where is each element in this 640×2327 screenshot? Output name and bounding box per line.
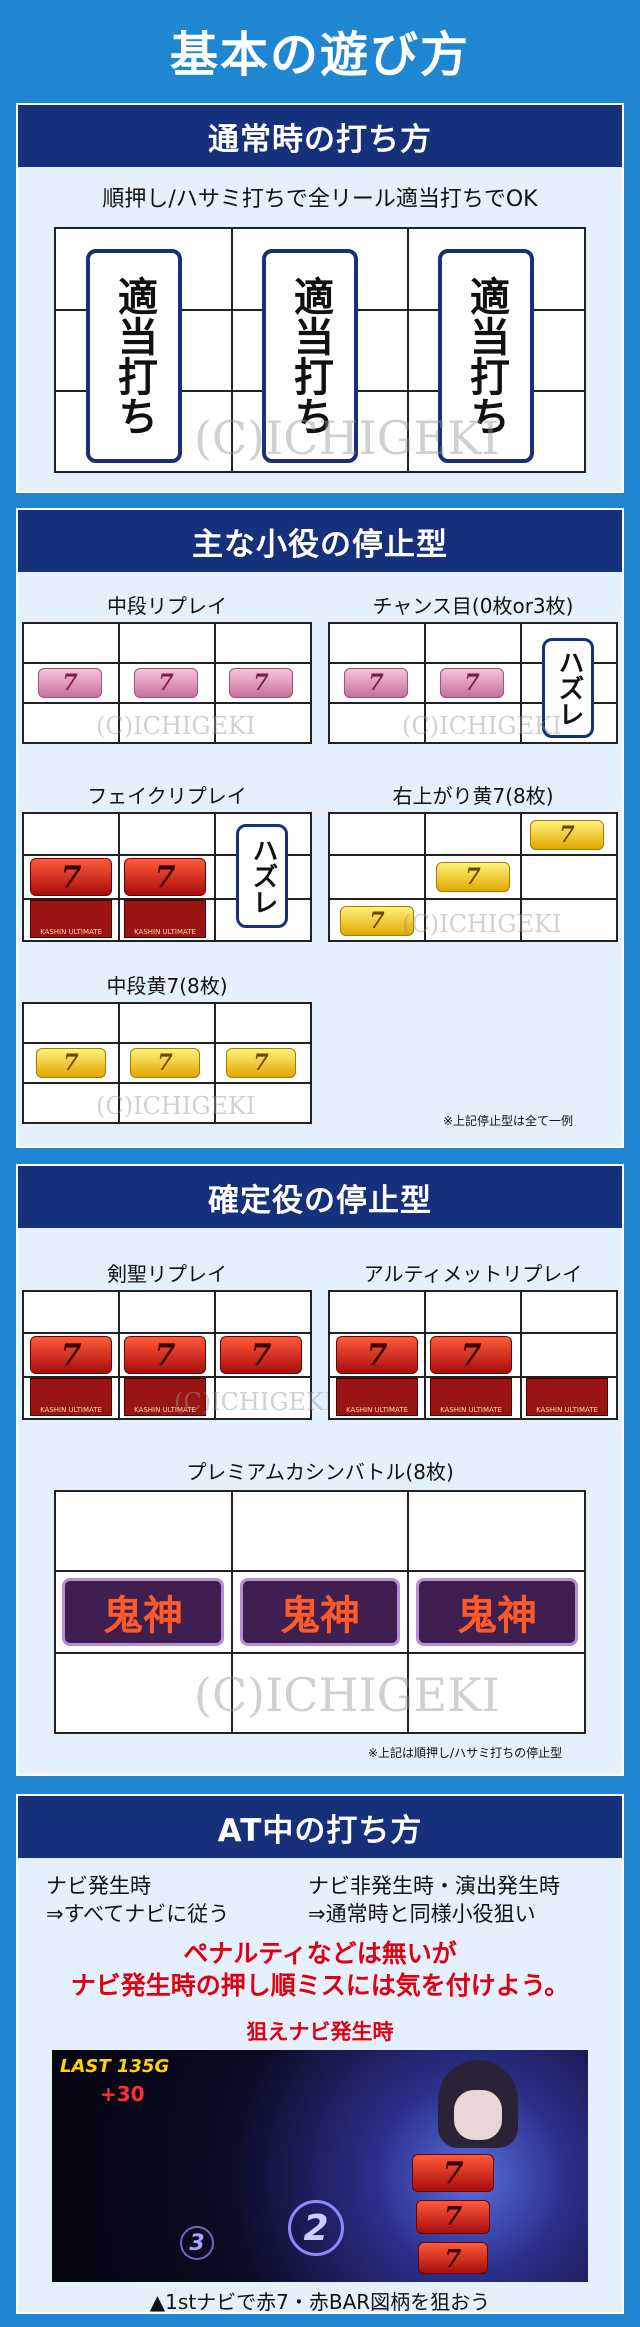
- yellow-seven-icon: 7: [36, 1048, 106, 1078]
- yellow-seven-icon: 7: [226, 1048, 296, 1078]
- red-seven-icon: 7: [124, 858, 206, 896]
- section-bonus-roles: 確定役の停止型 剣聖リプレイ 7 KASHIN ULTIMATE 7 KASHI…: [16, 1164, 624, 1776]
- reel-tag-center: 適当打ち: [262, 249, 358, 463]
- red-bar-icon: KASHIN ULTIMATE: [124, 900, 206, 938]
- section-header: AT中の打ち方: [18, 1796, 622, 1858]
- panel-label: 中段リプレイ: [107, 594, 227, 618]
- section-header: 主な小役の停止型: [18, 510, 622, 572]
- nav-number-icon: 3: [180, 2226, 214, 2260]
- replay-symbol-icon: 7: [344, 668, 408, 698]
- red-seven-icon: 7: [430, 1336, 512, 1374]
- reel-panel-fake-replay: 7 KASHIN ULTIMATE 7 KASHIN ULTIMATE ハズレ: [22, 812, 312, 942]
- reel-panel-premium-battle: 鬼神 鬼神 鬼神 (C)ICHIGEKI: [54, 1490, 586, 1734]
- red-seven-icon: 7: [416, 2200, 490, 2234]
- footnote: ※上記停止型は全て一例: [443, 1114, 574, 1128]
- panel-label: フェイクリプレイ: [87, 784, 247, 808]
- warning-text: ペナルティなどは無いがナビ発生時の押し順ミスには気を付けよう。: [70, 1939, 570, 2000]
- panel-label: チャンス目(0枚or3枚): [372, 594, 574, 618]
- oni-kami-symbol-icon: 鬼神: [62, 1578, 224, 1646]
- reel-panel-rising-yellow-seven: 7 7 7 (C)ICHIGEKI: [328, 812, 618, 942]
- red-bar-icon: KASHIN ULTIMATE: [30, 1378, 112, 1416]
- yellow-seven-icon: 7: [436, 862, 510, 892]
- watermark: (C)ICHIGEKI: [194, 1668, 500, 1722]
- red-seven-icon: 7: [412, 2154, 494, 2192]
- panel-label: 右上がり黄7(8枚): [392, 784, 554, 808]
- red-seven-icon: 7: [336, 1336, 418, 1374]
- red-bar-icon: KASHIN ULTIMATE: [336, 1378, 418, 1416]
- red-bar-icon: KASHIN ULTIMATE: [526, 1378, 608, 1416]
- red-seven-icon: 7: [418, 2242, 488, 2274]
- reel-tag-right: 適当打ち: [438, 249, 534, 463]
- reel-panel-kensei-replay: 7 KASHIN ULTIMATE 7 KASHIN ULTIMATE 7 (C…: [22, 1290, 333, 1420]
- panel-label: プレミアムカシンバトル(8枚): [186, 1460, 454, 1484]
- miss-tag: ハズレ: [236, 824, 288, 928]
- footnote: ※上記は順押し/ハサミ打ちの停止型: [368, 1746, 563, 1760]
- red-seven-icon: 7: [30, 1336, 112, 1374]
- replay-symbol-icon: 7: [38, 668, 102, 698]
- replay-symbol-icon: 7: [134, 668, 198, 698]
- yellow-seven-icon: 7: [340, 906, 414, 936]
- page-title: 基本の遊び方: [169, 27, 470, 83]
- footer-caption: ▲1stナビで赤7・赤BAR図柄を狙おう: [149, 2290, 491, 2314]
- miss-tag: ハズレ: [542, 638, 594, 738]
- panel-label: アルティメットリプレイ: [363, 1262, 583, 1286]
- red-seven-icon: 7: [220, 1336, 302, 1374]
- hud-plus: +30: [100, 2082, 145, 2106]
- reel-panel-middle-replay: 7 7 7 (C)ICHIGEKI: [22, 622, 312, 744]
- red-seven-icon: 7: [124, 1336, 206, 1374]
- game-screenshot: LAST 135G +30 3 2 7 7 7: [52, 2050, 588, 2282]
- panel-label: 中段黄7(8枚): [106, 974, 228, 998]
- instruction-text: 順押し/ハサミ打ちで全リール適当打ちでOK: [102, 187, 538, 212]
- nav-col-left: ナビ発生時⇒すべてナビに従う: [46, 1874, 230, 1926]
- red-bar-icon: KASHIN ULTIMATE: [30, 900, 112, 938]
- reel-tag-left: 適当打ち: [86, 249, 182, 463]
- nav-col-right: ナビ非発生時・演出発生時⇒通常時と同様小役狙い: [308, 1874, 560, 1926]
- reel-grid: 適当打ち 適当打ち 適当打ち (C)ICHIGEKI: [54, 227, 586, 473]
- reel-panel-chance: 7 7 ハズレ (C)ICHIGEKI: [328, 622, 618, 744]
- yellow-seven-icon: 7: [530, 820, 604, 850]
- section-header: 通常時の打ち方: [18, 105, 622, 167]
- hud-last-games: LAST 135G: [60, 2056, 170, 2077]
- reel-panel-ultimate-replay: 7 KASHIN ULTIMATE 7 KASHIN ULTIMATE KASH…: [328, 1290, 618, 1420]
- character-face: [454, 2090, 502, 2140]
- replay-symbol-icon: 7: [229, 668, 293, 698]
- section-at-play: AT中の打ち方 ナビ発生時⇒すべてナビに従う ナビ非発生時・演出発生時⇒通常時と…: [16, 1794, 624, 2314]
- section-header: 確定役の停止型: [18, 1166, 622, 1228]
- nav-number-icon: 2: [288, 2200, 344, 2256]
- section-normal-play: 通常時の打ち方 順押し/ハサミ打ちで全リール適当打ちでOK 適当打ち 適当打ち …: [16, 103, 624, 493]
- red-bar-icon: KASHIN ULTIMATE: [124, 1378, 206, 1416]
- oni-kami-symbol-icon: 鬼神: [240, 1578, 400, 1646]
- screenshot-caption: 狙えナビ発生時: [246, 2020, 394, 2044]
- yellow-seven-icon: 7: [130, 1048, 200, 1078]
- section-small-roles: 主な小役の停止型 中段リプレイ 7 7 7 (C)ICHIGEKI チャンス目(…: [16, 508, 624, 1148]
- oni-kami-symbol-icon: 鬼神: [416, 1578, 578, 1646]
- replay-symbol-icon: 7: [440, 668, 504, 698]
- red-seven-icon: 7: [30, 858, 112, 896]
- red-bar-icon: KASHIN ULTIMATE: [430, 1378, 512, 1416]
- panel-label: 剣聖リプレイ: [107, 1262, 227, 1286]
- reel-panel-middle-yellow-seven: 7 7 7 (C)ICHIGEKI: [22, 1002, 312, 1124]
